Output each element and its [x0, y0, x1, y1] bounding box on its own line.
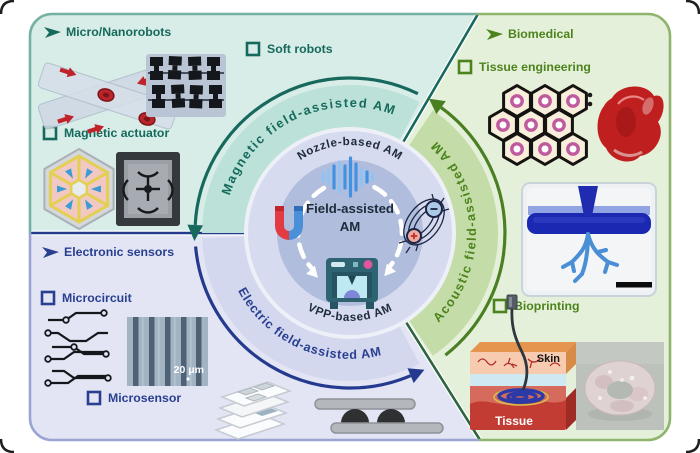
electronic-sensors-label: Electronic sensors: [64, 245, 174, 259]
electric-arrowhead-icon: [407, 368, 425, 384]
center-hub: Nozzle-based AM VPP-based AM: [244, 127, 456, 339]
center-title-line1: Field-assisted: [306, 201, 394, 216]
bioprinting-label: Bioprinting: [514, 299, 580, 313]
divider-line-electric-acoustic: [404, 321, 482, 440]
nozzle-funnel: [578, 186, 598, 216]
magnetic-gripper-image: [116, 152, 180, 226]
inward-arrows-icon: [57, 168, 101, 210]
printer-icon: [326, 258, 378, 309]
vascular-branches: [561, 232, 619, 283]
exploded-sensor-layers-image: [213, 381, 293, 440]
pressure-sensor-image: [314, 398, 444, 434]
magnetic-actuator-label: Magnetic actuator: [64, 126, 169, 140]
acoustic-vial-image: [521, 182, 657, 297]
card-border-electric: [28, 233, 480, 442]
bioprinting-skin-tissue-image: Skin Tissue: [470, 294, 576, 430]
center-title-line2: AM: [340, 219, 361, 234]
square-bullet-icon: [40, 290, 56, 306]
microrobot-cross-image: [37, 62, 179, 134]
acoustic-arrowhead-icon: [429, 98, 446, 115]
electric-dipole-icon: [398, 193, 450, 254]
acoustic-quadrant: Biomedical Tissue engineering Bioprintin…: [457, 27, 664, 430]
scale-bar: [616, 282, 652, 288]
magnetic-arc-arrow: [187, 76, 419, 241]
divider-line-magnetic-acoustic: [401, 14, 480, 144]
microcircuit-label: Microcircuit: [62, 291, 132, 305]
microsensor-label: Microsensor: [108, 391, 181, 405]
card-border-acoustic: [350, 12, 672, 442]
magnetic-quadrant: Micro/Nanorobots Soft robots Magnetic ac…: [37, 25, 333, 231]
acoustic-arc-band: [408, 110, 499, 356]
square-bullet-icon: [457, 59, 473, 75]
acoustic-arc-arrow: [429, 98, 507, 357]
circuit-traces-image: [44, 309, 112, 387]
electric-arc-arrow: [194, 246, 425, 390]
skin-vessels: [477, 357, 561, 369]
soft-robots-image: [146, 54, 226, 117]
hexagon-actuator-image: [43, 147, 115, 231]
needle-cable: [510, 308, 529, 391]
ring-scaffold-image: [576, 342, 664, 430]
skin-annotation: Skin: [537, 353, 561, 365]
card-border-magnetic: [28, 12, 478, 233]
acoustic-waveform-icon: [321, 156, 375, 198]
honeycomb-scaffold-image: [488, 84, 593, 166]
micro-nanorobots-label: Micro/Nanorobots: [66, 25, 171, 39]
heart-organ-image: [597, 86, 664, 162]
biomedical-label: Biomedical: [508, 27, 574, 41]
tissue-annotation: Tissue: [495, 414, 533, 428]
cycle-arrowhead-right-icon: [384, 263, 396, 277]
cycle-arrowhead-left-icon: [306, 265, 318, 278]
printed-spiral: [497, 388, 545, 404]
soft-robots-label: Soft robots: [267, 42, 333, 56]
scale-bar-annotation: 20 μm: [174, 364, 204, 376]
square-bullet-icon: [245, 41, 261, 57]
magnet-icon: [275, 206, 303, 240]
electric-arc-band: [202, 236, 420, 382]
tissue-engineering-label: Tissue engineering: [479, 60, 591, 74]
printed-electrode-micrograph: 20 μm: [127, 317, 208, 386]
square-bullet-icon: [86, 390, 102, 406]
square-bullet-icon: [492, 298, 508, 314]
magnetic-arc-band: [202, 84, 420, 234]
magnetic-arrowhead-icon: [187, 224, 203, 241]
electric-quadrant: Electronic sensors Microcircuit Microsen…: [40, 245, 444, 440]
